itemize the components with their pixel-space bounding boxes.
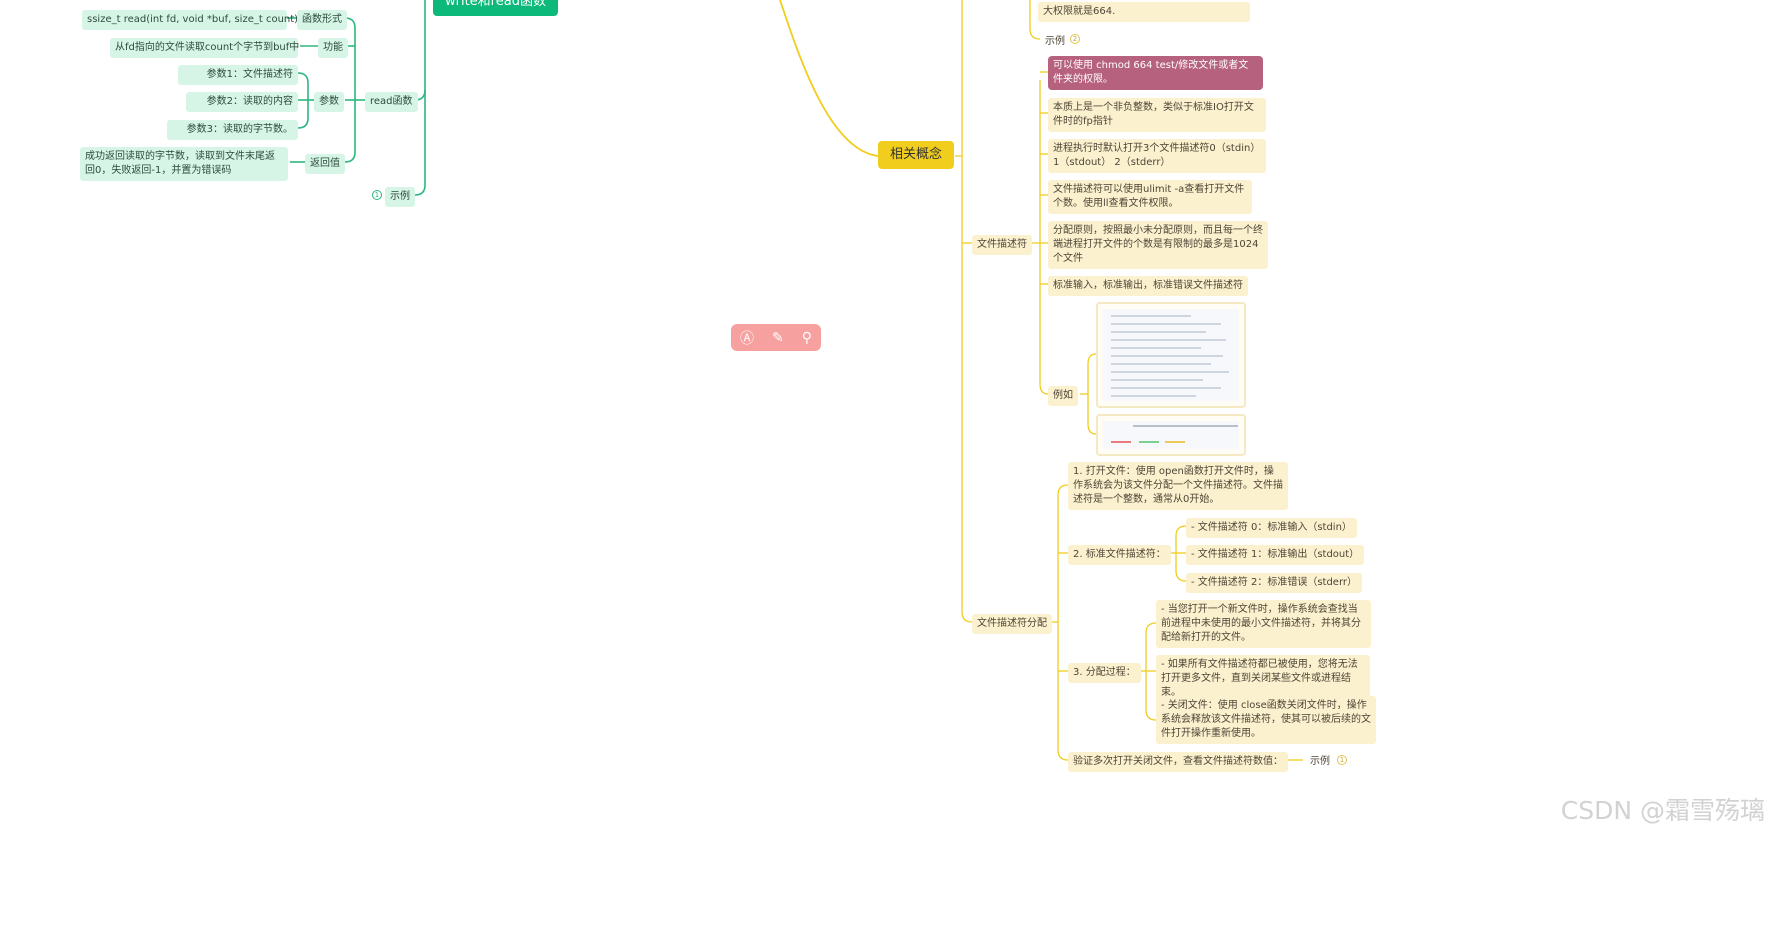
function-signature[interactable]: ssize_t read(int fd, void *buf, size_t c… [82, 10, 301, 30]
key-function[interactable]: 功能 [318, 38, 348, 58]
alloc-proc-3[interactable]: - 关闭文件：使用 close函数关闭文件时，操作系统会释放该文件描述符，使其可… [1156, 696, 1376, 744]
ai-icon[interactable]: Ⓐ [740, 330, 754, 347]
alloc-verify-example[interactable]: 示例 [1310, 756, 1330, 767]
param-3[interactable]: 参数3：读取的字节数。 [167, 120, 298, 140]
magic-wand-icon[interactable]: ✎ [772, 329, 784, 346]
fd-example-label[interactable]: 例如 [1048, 386, 1078, 406]
key-function-form[interactable]: 函数形式 [297, 10, 347, 30]
fd-nonneg-int[interactable]: 本质上是一个非负整数，类似于标准IO打开文件时的fp指针 [1048, 98, 1266, 132]
alloc-verify-badge[interactable]: 1 [1337, 755, 1347, 765]
alloc-std-2[interactable]: - 文件描述符 2：标准错误（stderr） [1186, 573, 1363, 593]
center-topic[interactable]: 相关概念 [878, 141, 955, 169]
return-value-description[interactable]: 成功返回读取的字节数，读取到文件末尾返回0，失败返回-1，并置为错误码 [80, 147, 288, 181]
fd-alloc-rule[interactable]: 分配原则，按照最小未分配原则，而且每一个终端进程打开文件的个数是有限制的最多是1… [1048, 221, 1268, 269]
fd-default-three[interactable]: 进程执行时默认打开3个文件描述符0（stdin）1（stdout） 2（stde… [1048, 139, 1266, 173]
left-example-badge[interactable]: 1 [372, 190, 382, 200]
key-return[interactable]: 返回值 [305, 154, 345, 174]
fd-chmod-note[interactable]: 可以使用 chmod 664 test/修改文件或者文件夹的权限。 [1048, 56, 1263, 90]
floating-toolbar[interactable]: Ⓐ ✎ ⚲ [731, 324, 821, 351]
top-example-badge[interactable]: 2 [1070, 34, 1080, 44]
root-topic[interactable]: write和read函数 [433, 0, 558, 16]
param-1[interactable]: 参数1：文件描述符 [178, 65, 298, 85]
alloc-proc-2[interactable]: - 如果所有文件描述符都已被使用，您将无法打开更多文件，直到关闭某些文件或进程结… [1156, 655, 1370, 703]
alloc-std-0[interactable]: - 文件描述符 0：标准输入（stdin） [1186, 518, 1357, 538]
left-example[interactable]: 示例 [385, 187, 415, 207]
top-partial-note[interactable]: 大权限就是664. [1038, 2, 1250, 22]
key-params[interactable]: 参数 [314, 92, 344, 112]
alloc-std-1[interactable]: - 文件描述符 1：标准输出（stdout） [1186, 545, 1365, 565]
branch-read[interactable]: read函数 [365, 92, 418, 112]
alloc-proc-1[interactable]: - 当您打开一个新文件时，操作系统会查找当前进程中未使用的最小文件描述符，并将其… [1156, 600, 1371, 648]
fd-std-streams[interactable]: 标准输入，标准输出，标准错误文件描述符 [1048, 276, 1248, 296]
alloc-proc-label[interactable]: 3. 分配过程： [1068, 663, 1141, 683]
branch-fd[interactable]: 文件描述符 [972, 235, 1032, 255]
example-screenshot-1[interactable] [1096, 302, 1246, 408]
search-icon[interactable]: ⚲ [801, 329, 812, 346]
alloc-open-file[interactable]: 1. 打开文件：使用 open函数打开文件时，操作系统会为该文件分配一个文件描述… [1068, 462, 1288, 510]
watermark: CSDN @霜雪殇璃 [1560, 796, 1765, 825]
alloc-verify[interactable]: 验证多次打开关闭文件，查看文件描述符数值： [1068, 752, 1288, 772]
function-description[interactable]: 从fd指向的文件读取count个字节到buf中 [110, 38, 299, 58]
top-example[interactable]: 示例 [1045, 36, 1065, 47]
param-2[interactable]: 参数2：读取的内容 [186, 92, 298, 112]
example-screenshot-2[interactable] [1096, 414, 1246, 456]
branch-fd-alloc[interactable]: 文件描述符分配 [972, 614, 1052, 634]
fd-ulimit[interactable]: 文件描述符可以使用ulimit -a查看打开文件个数。使用ll查看文件权限。 [1048, 180, 1252, 214]
alloc-std-label[interactable]: 2. 标准文件描述符： [1068, 545, 1171, 565]
